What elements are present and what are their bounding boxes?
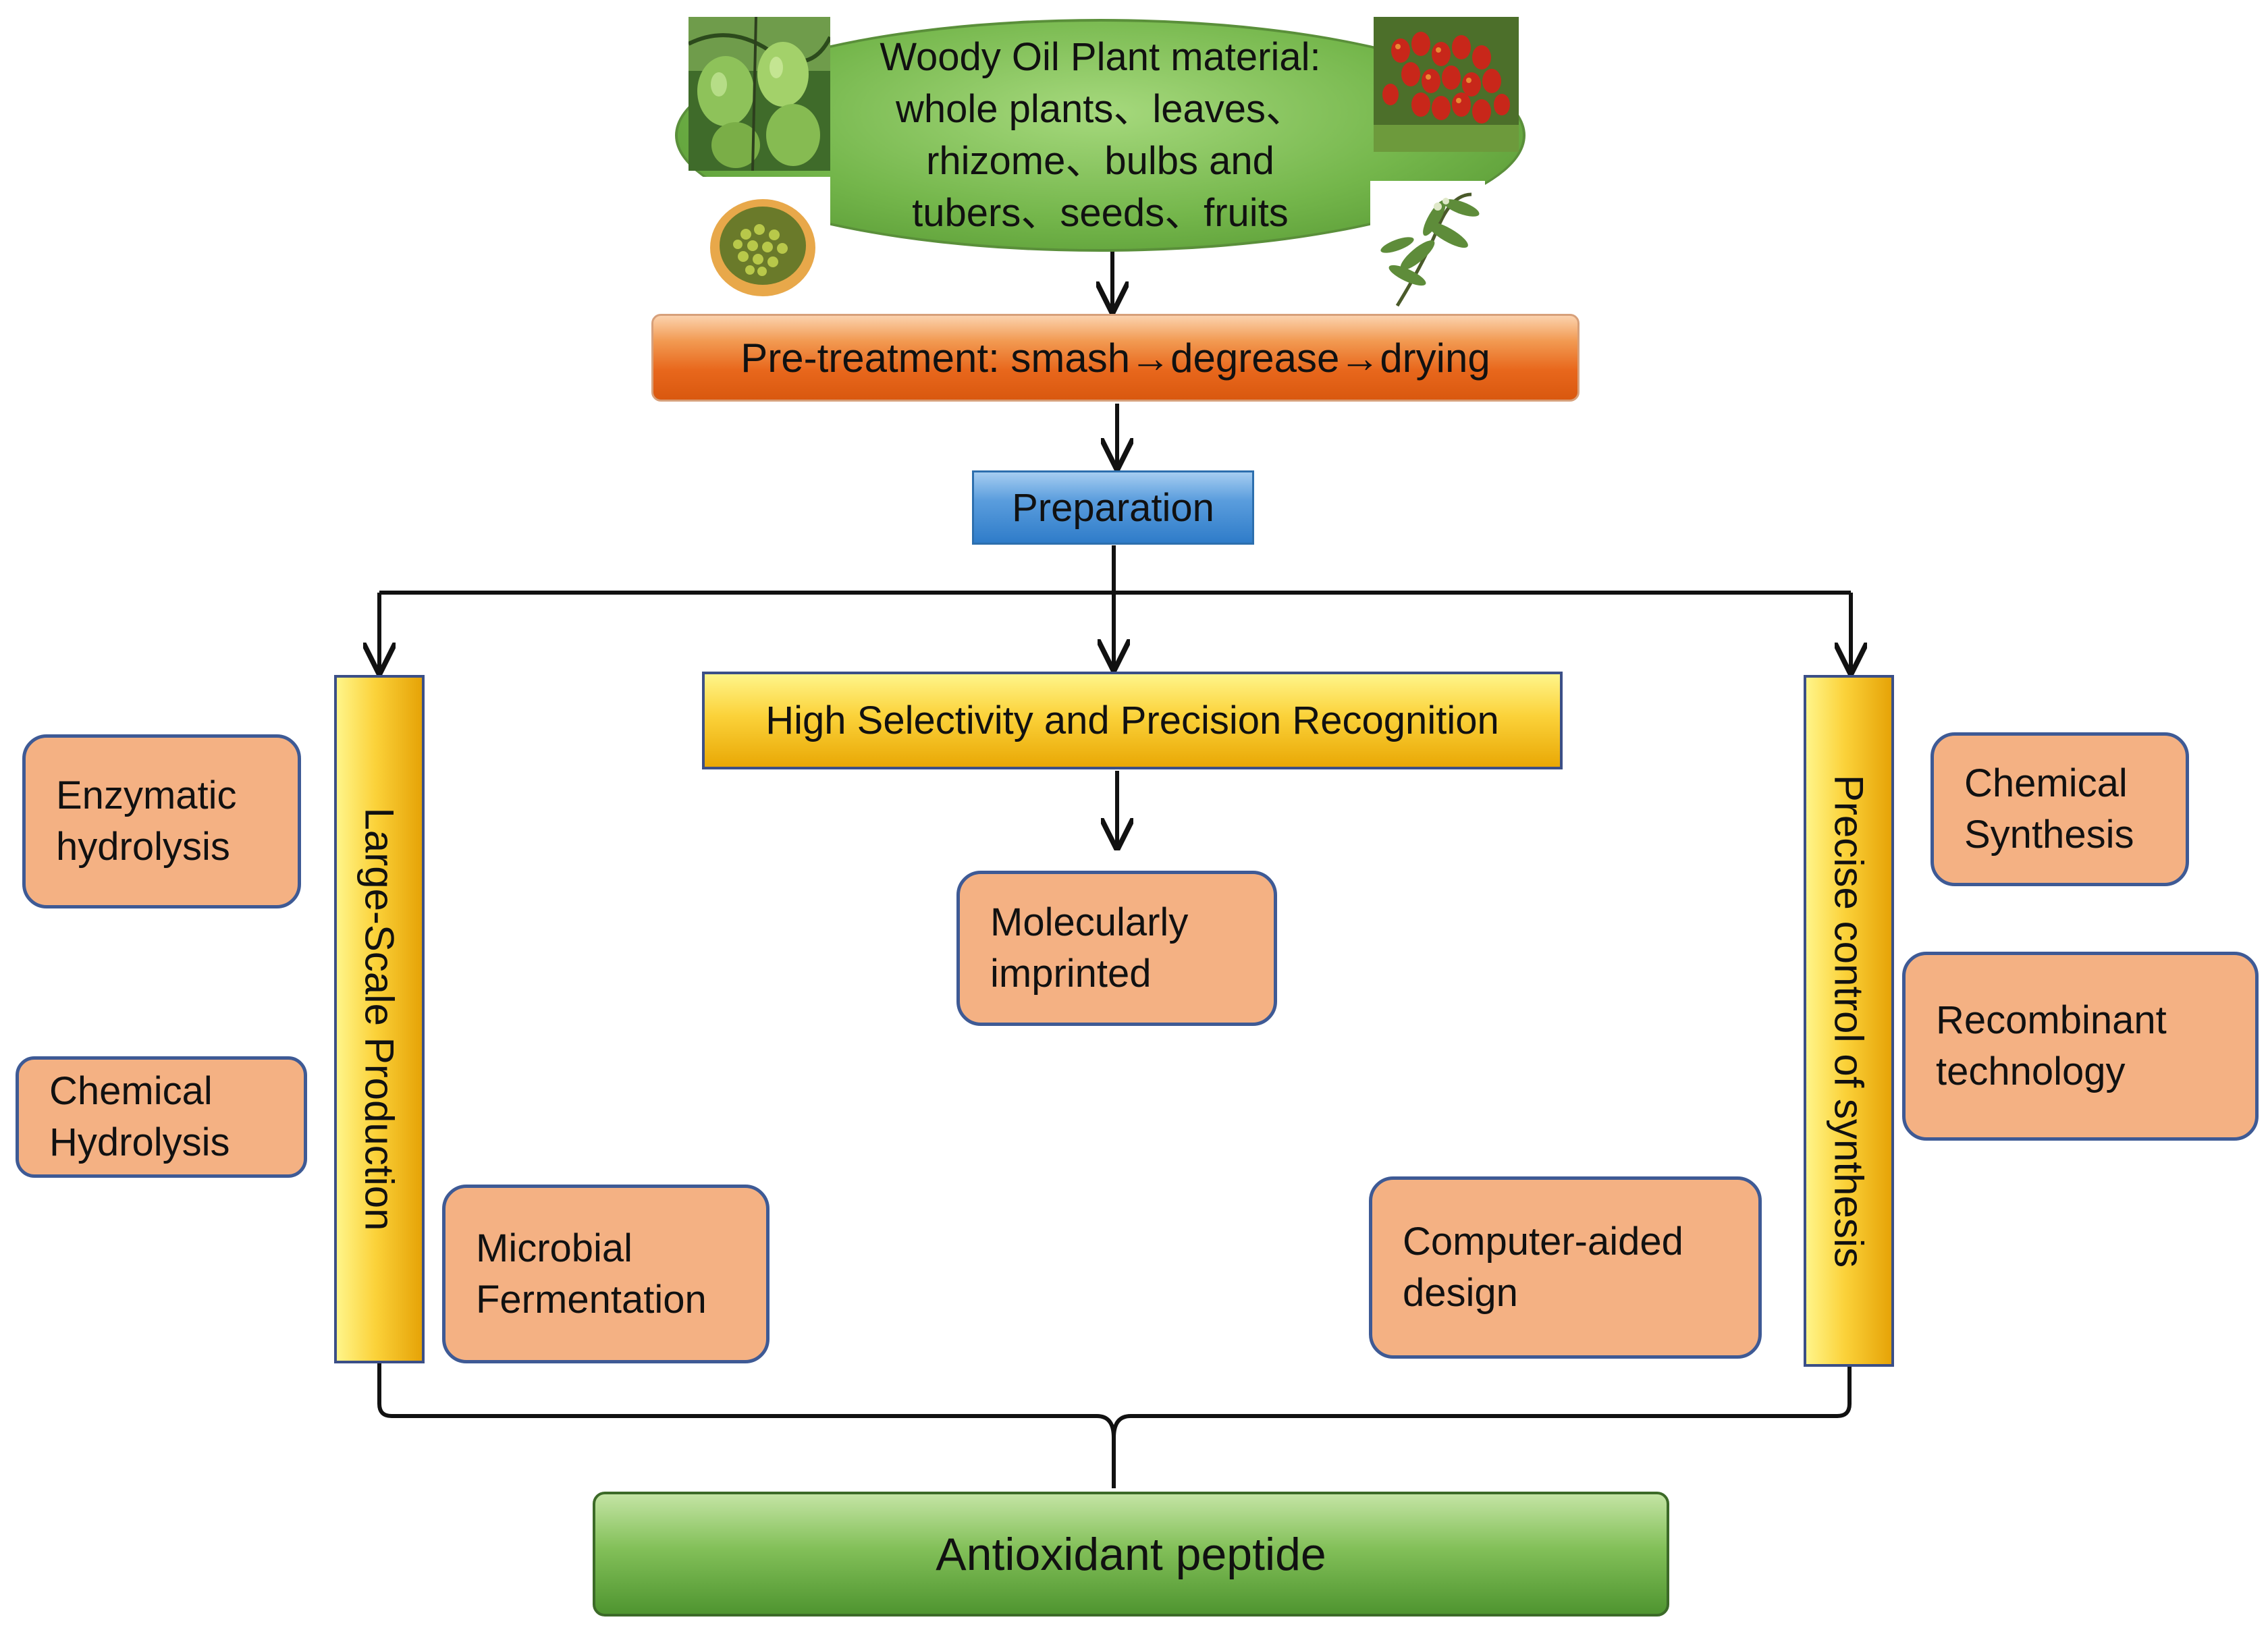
high-selectivity-label: High Selectivity and Precision Recogniti… <box>765 699 1499 742</box>
source-line: tubers、seeds、fruits <box>912 191 1289 235</box>
red-berries-photo <box>1374 17 1519 152</box>
precise-control-label: Precise control of synthesis <box>1826 774 1872 1268</box>
method-line: imprinted <box>990 952 1152 996</box>
pretreatment-label: Pre-treatment: smash→degrease→drying <box>740 335 1490 381</box>
seeds-bowl-photo <box>692 177 830 305</box>
green-fruits-photo <box>688 17 830 171</box>
method-line: Computer-aided <box>1403 1220 1683 1264</box>
chemical-hydrolysis-box: Chemical Hydrolysis <box>16 1056 307 1178</box>
recombinant-technology-box: Recombinant technology <box>1902 952 2259 1141</box>
method-line: Molecularly <box>990 900 1189 944</box>
leafy-branch-photo <box>1370 181 1485 310</box>
method-line: Chemical <box>49 1069 213 1113</box>
method-line: Synthesis <box>1964 813 2134 857</box>
method-line: Enzymatic <box>56 773 237 817</box>
bottom-brace <box>377 1363 1852 1438</box>
molecularly-imprinted-box: Molecularly imprinted <box>956 871 1277 1026</box>
preparation-label: Preparation <box>1012 485 1214 530</box>
method-line: Microbial <box>476 1226 633 1270</box>
method-line: hydrolysis <box>56 825 230 869</box>
source-line: whole plants、leaves、 <box>895 87 1305 131</box>
method-line: Recombinant <box>1936 998 2167 1042</box>
large-scale-production-label: Large-Scale Production <box>356 807 402 1231</box>
method-line: Fermentation <box>476 1277 707 1322</box>
high-selectivity-box: High Selectivity and Precision Recogniti… <box>702 672 1563 769</box>
chemical-synthesis-box: Chemical Synthesis <box>1931 732 2189 886</box>
computer-aided-design-box: Computer-aided design <box>1369 1176 1762 1359</box>
precise-control-bar: Precise control of synthesis <box>1804 675 1894 1367</box>
antioxidant-peptide-box: Antioxidant peptide <box>593 1492 1669 1617</box>
source-line: Woody Oil Plant material: <box>880 35 1321 79</box>
method-line: Hydrolysis <box>49 1120 230 1164</box>
method-line: technology <box>1936 1050 2126 1093</box>
method-line: Chemical <box>1964 761 2128 805</box>
enzymatic-hydrolysis-box: Enzymatic hydrolysis <box>22 734 301 908</box>
large-scale-production-bar: Large-Scale Production <box>334 675 425 1363</box>
pretreatment-box: Pre-treatment: smash→degrease→drying <box>651 314 1580 402</box>
source-line: rhizome、bulbs and <box>926 139 1274 183</box>
source-material-text: Woody Oil Plant material: whole plants、l… <box>810 27 1390 243</box>
preparation-box: Preparation <box>972 470 1254 545</box>
microbial-fermentation-box: Microbial Fermentation <box>442 1185 770 1363</box>
antioxidant-peptide-label: Antioxidant peptide <box>936 1528 1326 1580</box>
method-line: design <box>1403 1271 1518 1315</box>
